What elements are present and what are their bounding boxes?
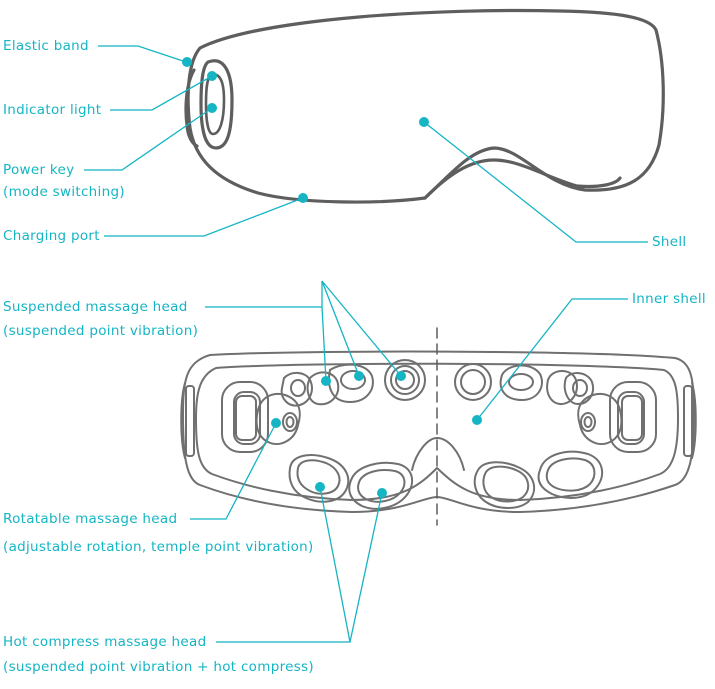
left-suspended-head-4 [384, 359, 426, 401]
label-inner-shell: Inner shell [632, 291, 706, 307]
label-power-key: Power key [3, 162, 75, 178]
right-suspended-head-4 [563, 372, 594, 405]
right-temple-housing [609, 381, 657, 453]
label-charging-port: Charging port [3, 228, 100, 244]
label-rotatable-head: Rotatable massage head [3, 511, 178, 527]
leader-shell [423, 121, 648, 243]
left-hot-pad-2 [348, 461, 414, 510]
marker-dots [182, 57, 482, 498]
label-rotatable-head-sub: (adjustable rotation, temple point vibra… [3, 539, 314, 555]
leader-power-key [84, 107, 213, 171]
side-button-outline [199, 59, 234, 150]
left-suspended-head-3 [328, 363, 374, 403]
dot-rotatable [271, 418, 281, 428]
label-elastic-band: Elastic band [3, 38, 89, 54]
right-suspended-head-3 [546, 370, 578, 406]
leader-suspended-b [321, 280, 360, 377]
leader-suspended-a [205, 306, 327, 382]
elastic-band-outline [184, 68, 199, 148]
dot-power-key [207, 103, 217, 113]
label-suspended-head: Suspended massage head [3, 299, 188, 315]
right-hot-pad-1 [473, 461, 536, 509]
leader-hot-compress-b [349, 492, 383, 643]
right-rotatable-head [577, 392, 623, 445]
right-lug [691, 382, 697, 459]
dot-suspended-3 [396, 371, 406, 381]
leader-rotatable [190, 422, 277, 520]
label-suspended-head-sub: (suspended point vibration) [3, 323, 199, 339]
nose-cutout [411, 437, 465, 471]
label-power-key-sub: (mode switching) [3, 184, 125, 200]
leader-charging-port [104, 197, 304, 237]
label-hot-compress-head-sub: (suspended point vibration + hot compres… [3, 659, 314, 675]
label-shell: Shell [652, 234, 687, 250]
dot-shell [419, 117, 429, 127]
dot-charging-port [298, 193, 308, 203]
dot-elastic-band [182, 57, 192, 67]
leader-inner-shell [476, 298, 628, 421]
shell-outline [186, 8, 665, 204]
leader-suspended-c [321, 280, 402, 377]
right-hot-pad-2 [537, 450, 604, 499]
left-suspended-head-2 [306, 371, 340, 406]
inner-rim [195, 362, 679, 501]
dot-suspended-1 [321, 376, 331, 386]
leader-elastic-band [98, 45, 187, 63]
left-lug [180, 382, 186, 459]
left-lug-box [185, 385, 195, 457]
dot-indicator-light [207, 71, 217, 81]
dot-suspended-2 [354, 371, 364, 381]
right-suspended-head-1 [454, 363, 492, 401]
left-rotatable-head [255, 392, 301, 445]
left-hot-pad-1 [288, 454, 350, 503]
side-button-inner [204, 73, 226, 136]
dot-hot-compress-1 [315, 482, 325, 492]
dot-inner-shell [472, 415, 482, 425]
inner-body-outline [182, 350, 695, 513]
shell-nose-line [423, 158, 622, 200]
mask-outer-view [184, 8, 665, 204]
mask-inner-view [180, 327, 697, 526]
label-hot-compress-head: Hot compress massage head [3, 634, 207, 650]
leader-lines [84, 45, 648, 643]
label-indicator-light: Indicator light [3, 102, 102, 118]
left-temple-housing [221, 381, 269, 453]
leader-indicator-light [110, 75, 213, 111]
right-lug-box [683, 385, 693, 457]
dot-hot-compress-2 [377, 488, 387, 498]
